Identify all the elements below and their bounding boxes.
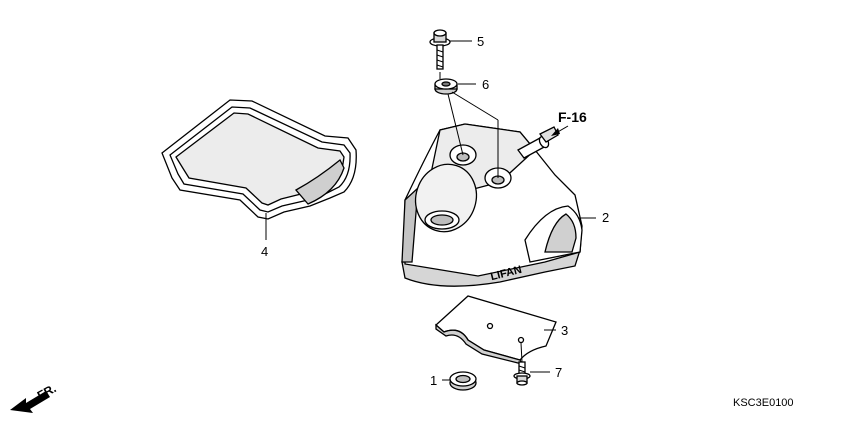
callout-6: 6 <box>482 77 489 92</box>
reference-label: F-16 <box>558 109 587 125</box>
plate-part-3 <box>435 295 557 365</box>
grommet-part-1 <box>449 371 477 391</box>
callout-3: 3 <box>561 323 568 338</box>
callout-2: 2 <box>602 210 609 225</box>
callout-7: 7 <box>555 365 562 380</box>
callout-4: 4 <box>261 244 268 259</box>
head-cover-part-2: LIFAN <box>401 123 583 287</box>
callout-5: 5 <box>477 34 484 49</box>
front-arrow-icon <box>10 391 50 413</box>
reference-f16: F-16 <box>551 109 587 136</box>
callout-leaders <box>265 40 596 381</box>
bolt-part-5 <box>429 29 451 70</box>
gasket-part-4 <box>161 99 357 220</box>
reference-arrow-icon <box>551 128 560 136</box>
diagram-code: KSC3E0100 <box>733 397 794 409</box>
assembly-leader-lines <box>439 72 499 178</box>
front-direction-indicator: FR. <box>10 381 58 413</box>
seal-washer-part-6 <box>434 78 458 95</box>
bolt-part-7 <box>513 361 531 386</box>
callout-1: 1 <box>430 373 437 388</box>
